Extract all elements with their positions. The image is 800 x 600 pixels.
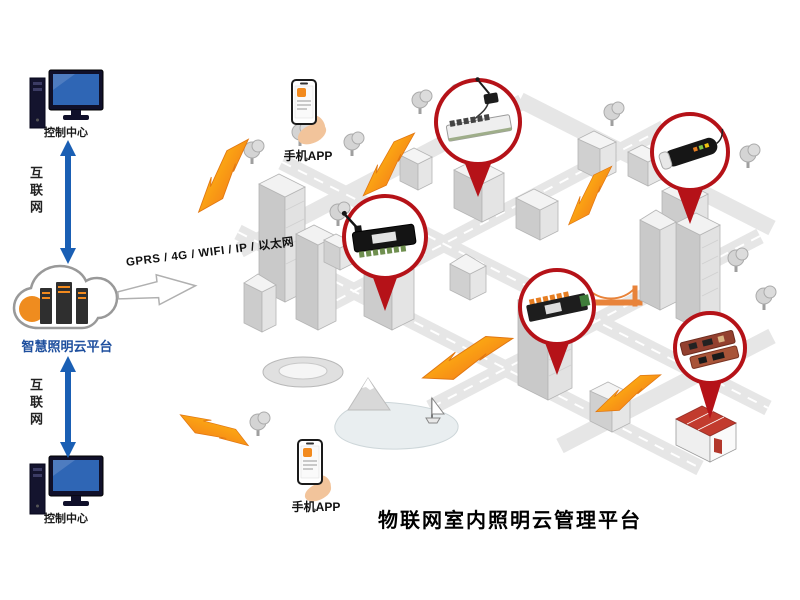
controller-device-icon [341, 210, 417, 258]
device-pin [341, 194, 428, 311]
building [399, 147, 433, 191]
cloud-platform-icon [12, 264, 119, 330]
mobile-app-bottom-icon [297, 439, 332, 502]
control-center-bottom-label: 控制中心 [44, 513, 88, 525]
tree-icon [739, 143, 761, 169]
device-pin [434, 77, 522, 197]
mobile-app-top-icon [291, 79, 327, 145]
internet-bottom-label: 互联网 [28, 378, 43, 429]
controller-device-icon [679, 329, 740, 369]
cloud-platform-label: 智慧照明云平台 [21, 339, 113, 354]
server-rack-icon [40, 282, 88, 324]
tree-icon [603, 101, 625, 127]
tree-icon [755, 285, 777, 311]
control-center-top-icon [29, 69, 104, 129]
internet-top-label: 互联网 [28, 166, 43, 217]
device-callouts [341, 77, 747, 419]
building [639, 209, 677, 311]
device-pin [518, 268, 596, 375]
tree-icon [243, 139, 265, 165]
building [577, 130, 617, 181]
stadium [262, 356, 344, 388]
mobile-app-bottom-label: 手机APP [291, 500, 341, 514]
tree-icon [411, 89, 433, 115]
mobile-app-top-label: 手机APP [283, 149, 333, 163]
controller-device-icon [658, 128, 724, 170]
internet-arrow-top [60, 140, 76, 264]
building [675, 212, 721, 331]
page-title: 物联网室内照明云管理平台 [378, 510, 642, 532]
device-pin [650, 112, 730, 224]
controller-device-icon [445, 77, 513, 142]
tree-icon [727, 247, 749, 273]
building [449, 253, 487, 301]
tree-icon [343, 131, 365, 157]
controller-device-icon [526, 291, 591, 322]
tree-icon [249, 411, 271, 437]
building [243, 273, 277, 333]
red-roof-house [675, 405, 737, 463]
cloud-to-city-arrow [116, 273, 198, 306]
internet-arrow-bottom [60, 356, 76, 458]
building [515, 188, 559, 241]
device-pin [673, 311, 747, 419]
control-center-top-label: 控制中心 [44, 127, 88, 139]
control-center-bottom-icon [29, 455, 104, 515]
lightning-bolt-icon [177, 395, 252, 465]
sailboat-icon [425, 396, 445, 424]
mountain [347, 377, 391, 411]
